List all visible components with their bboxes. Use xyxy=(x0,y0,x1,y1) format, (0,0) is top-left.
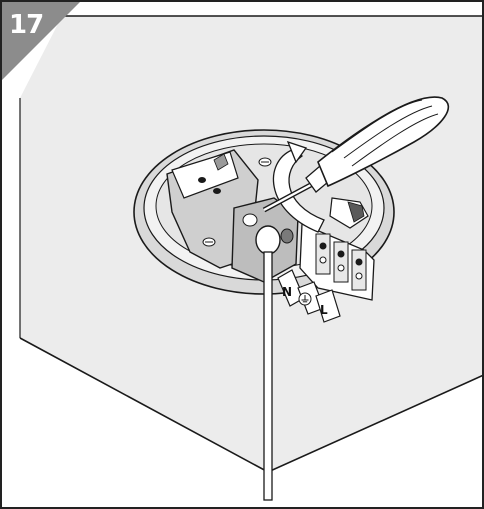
rotation-arrow-icon xyxy=(272,140,325,233)
earth-symbol-icon xyxy=(298,292,312,306)
terminal-label-l: L xyxy=(320,303,328,317)
terminal-label-n: N xyxy=(282,285,292,299)
step-number: 17 xyxy=(9,10,44,40)
cable-clip xyxy=(329,197,369,229)
screwdriver-icon xyxy=(262,96,449,213)
terminal-block: N L xyxy=(277,223,375,323)
power-cable xyxy=(263,251,273,501)
step-badge xyxy=(2,2,80,80)
